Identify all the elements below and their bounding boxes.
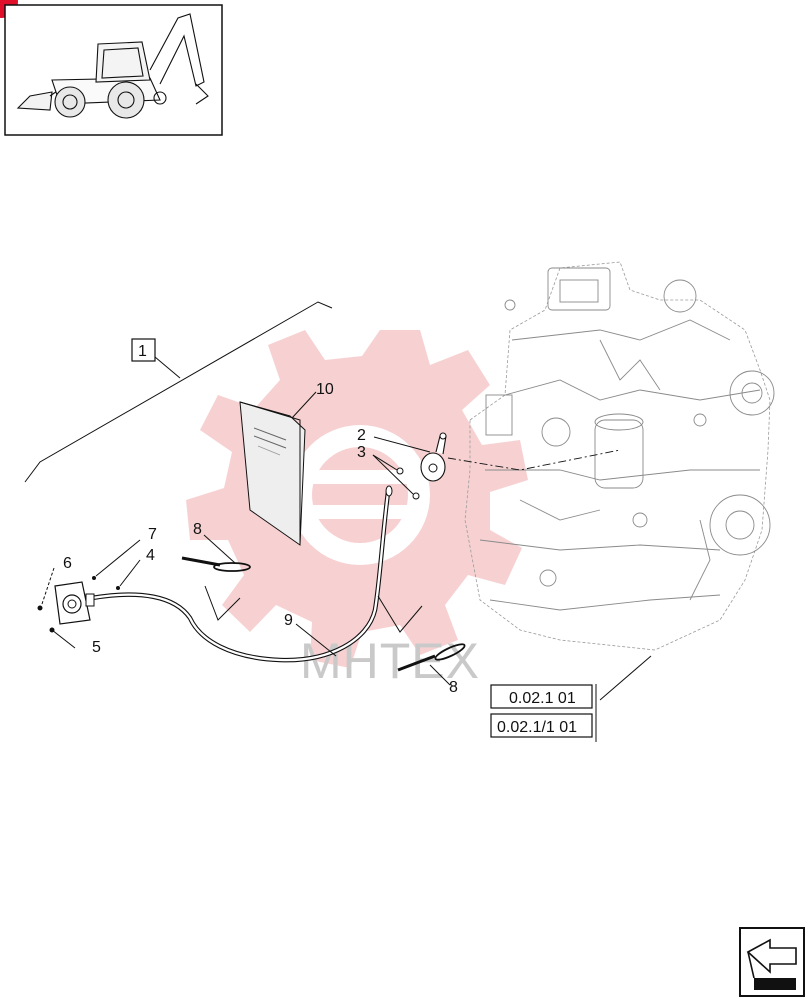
alignment-line xyxy=(447,449,621,471)
engine-assembly xyxy=(464,261,775,651)
watermark-text: MHTEX xyxy=(300,633,480,689)
reference-label-2: 0.02.1/1 01 xyxy=(497,719,577,736)
mounting-bracket xyxy=(420,432,447,482)
callout-7: 7 xyxy=(148,526,157,543)
screw xyxy=(116,586,120,590)
callout-8-lower: 8 xyxy=(449,679,458,696)
reference-label-1: 0.02.1 01 xyxy=(509,690,576,707)
cable-tie xyxy=(181,556,251,572)
callout-1: 1 xyxy=(138,343,147,360)
manual-booklet xyxy=(239,401,306,546)
callout-3: 3 xyxy=(357,444,366,461)
next-page-arrow-icon[interactable] xyxy=(739,927,805,997)
callout-4: 4 xyxy=(146,547,155,564)
cable-end xyxy=(385,485,393,497)
reference-box-2[interactable]: 0.02.1/1 01 xyxy=(490,713,593,738)
socket-assembly xyxy=(54,581,95,625)
callout-5: 5 xyxy=(92,639,101,656)
group-bracket xyxy=(24,301,333,483)
reference-box-1[interactable]: 0.02.1 01 xyxy=(490,684,593,709)
washer xyxy=(92,576,96,580)
backhoe-loader-icon xyxy=(16,13,209,119)
cable xyxy=(90,490,390,662)
callout-2: 2 xyxy=(357,427,366,444)
callout-box-1 xyxy=(131,338,156,362)
watermark-gear xyxy=(186,330,528,668)
cable-tie xyxy=(397,643,466,672)
screw xyxy=(37,605,43,611)
callout-9: 9 xyxy=(284,612,293,629)
callout-8-upper: 8 xyxy=(193,521,202,538)
bolt xyxy=(412,492,420,500)
thumbnail-frame xyxy=(4,4,223,136)
callout-10: 10 xyxy=(316,381,334,398)
callout-6: 6 xyxy=(63,555,72,572)
bolt xyxy=(396,467,404,475)
